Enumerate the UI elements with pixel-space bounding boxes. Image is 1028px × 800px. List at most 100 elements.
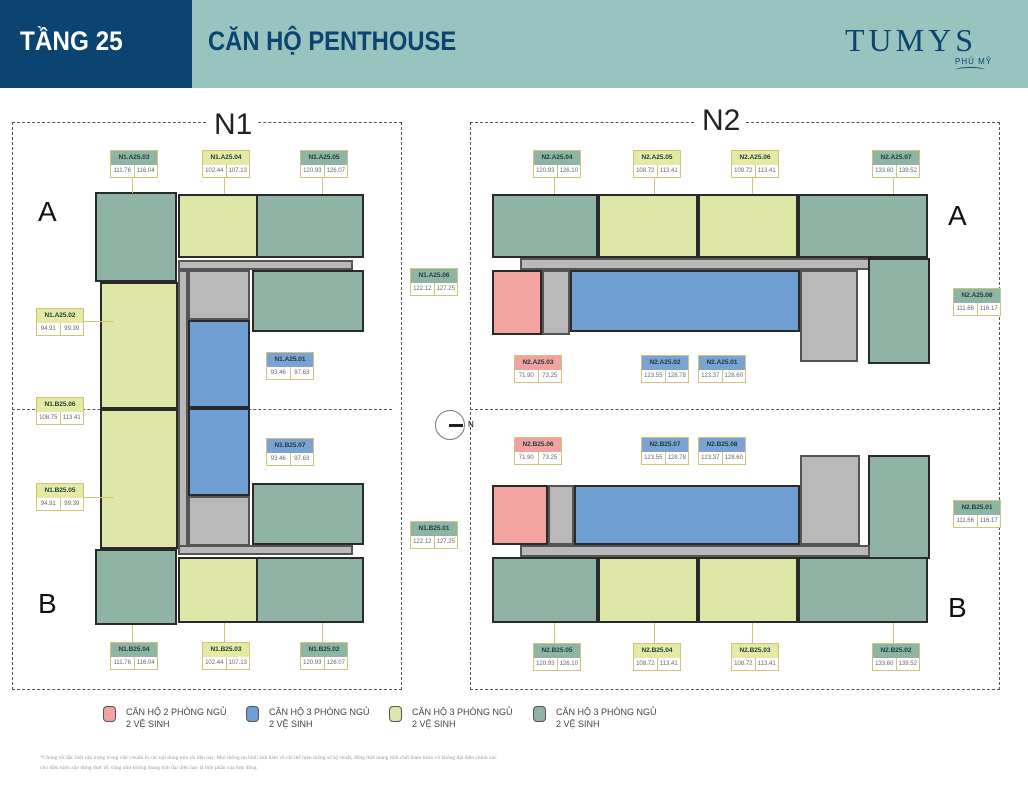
- unit-area-a: 111.66: [956, 518, 974, 524]
- leader-line: [654, 623, 655, 643]
- unit-n2-a25-07[interactable]: [798, 194, 928, 258]
- unit-area-a: 111.76: [113, 660, 131, 666]
- unit-area-a: 108.72: [734, 661, 753, 667]
- n1-boundary: [12, 122, 402, 690]
- unit-area-a: 123.37: [701, 373, 720, 379]
- legend-label: CĂN HỘ 3 PHÒNG NGỦ: [412, 707, 513, 717]
- legend-swatch: [246, 706, 259, 722]
- unit-area-b: 126.10: [556, 658, 581, 670]
- unit-n2-a25-06[interactable]: [698, 194, 798, 258]
- unit-n1-b25-07[interactable]: [188, 408, 250, 496]
- leader-line: [322, 623, 323, 642]
- unit-area-a: 71.90: [518, 373, 534, 379]
- unit-area-b: 107.13: [225, 165, 250, 177]
- leader-line: [554, 177, 555, 194]
- unit-code: N2.B25.08: [699, 438, 745, 452]
- building-n1-title: N1: [208, 108, 259, 142]
- unit-area-a: 102.44: [205, 168, 224, 174]
- unit-n1-b25-02[interactable]: [256, 557, 364, 623]
- unit-code: N1.B25.05: [37, 484, 83, 498]
- unit-area-b: 113.41: [754, 165, 779, 177]
- unit-area-b: 139.52: [895, 658, 920, 670]
- header-title-panel: [192, 0, 1028, 88]
- unit-area-b: 127.25: [433, 283, 458, 295]
- corridor: [178, 270, 188, 550]
- unit-area-b: 113.41: [656, 658, 681, 670]
- unit-area-a: 94.91: [40, 326, 56, 332]
- brand-logo-sub: PHÚ MỸ: [955, 57, 993, 66]
- unit-code: N2.A25.01: [699, 356, 745, 370]
- unit-code: N1.A25.01: [267, 353, 313, 367]
- unit-n1-a25-06[interactable]: [252, 270, 364, 332]
- unit-n2-a25-05[interactable]: [598, 194, 698, 258]
- unit-n1-b25-04[interactable]: [95, 549, 177, 625]
- unit-n2-b25-06[interactable]: [492, 485, 548, 545]
- unit-n2-a25-08[interactable]: [868, 258, 930, 364]
- unit-n2-b25-05[interactable]: [492, 557, 598, 623]
- unit-n2-b25-07-08[interactable]: [574, 485, 800, 545]
- unit-area-a: 123.55: [644, 455, 663, 461]
- unit-n2-a25-03[interactable]: [492, 270, 542, 335]
- unit-code: N2.A25.02: [642, 356, 688, 370]
- unit-n2-b25-04[interactable]: [598, 557, 698, 623]
- unit-n1-a25-03[interactable]: [95, 192, 177, 282]
- unit-n1-a25-04[interactable]: [178, 194, 258, 258]
- unit-n1-b25-01[interactable]: [252, 483, 364, 545]
- unit-code: N1.A25.02: [37, 309, 83, 323]
- unit-area-a: 108.72: [636, 661, 655, 667]
- leader-line: [132, 177, 133, 193]
- unit-area-b: 126.10: [556, 165, 581, 177]
- n1-wing-b: B: [38, 588, 57, 619]
- unit-n2-b25-03[interactable]: [698, 557, 798, 623]
- corridor: [178, 260, 353, 270]
- unit-n1-a25-05[interactable]: [256, 194, 364, 258]
- unit-area-b: 73.25: [537, 452, 562, 464]
- leader-line: [84, 321, 114, 322]
- unit-area-b: 97.63: [289, 367, 314, 379]
- unit-n1-a25-02[interactable]: [100, 282, 178, 409]
- unit-code: N2.B25.01: [954, 501, 1000, 515]
- unit-n1-a25-01[interactable]: [188, 320, 250, 408]
- legend-sublabel: 2 VỆ SINH: [412, 719, 456, 729]
- unit-area-b: 128.78: [664, 370, 689, 382]
- unit-n1-b25-03[interactable]: [178, 557, 258, 623]
- unit-n2-a25-02-01[interactable]: [570, 270, 800, 332]
- unit-n2-b25-01[interactable]: [868, 455, 930, 559]
- unit-area-a: 123.55: [644, 373, 663, 379]
- legend-sublabel: 2 VỆ SINH: [269, 719, 313, 729]
- unit-n1-b25-06[interactable]: [100, 409, 178, 549]
- unit-n2-a25-04[interactable]: [492, 194, 598, 258]
- unit-n2-b25-02[interactable]: [798, 557, 928, 623]
- unit-area-a: 120.93: [536, 661, 555, 667]
